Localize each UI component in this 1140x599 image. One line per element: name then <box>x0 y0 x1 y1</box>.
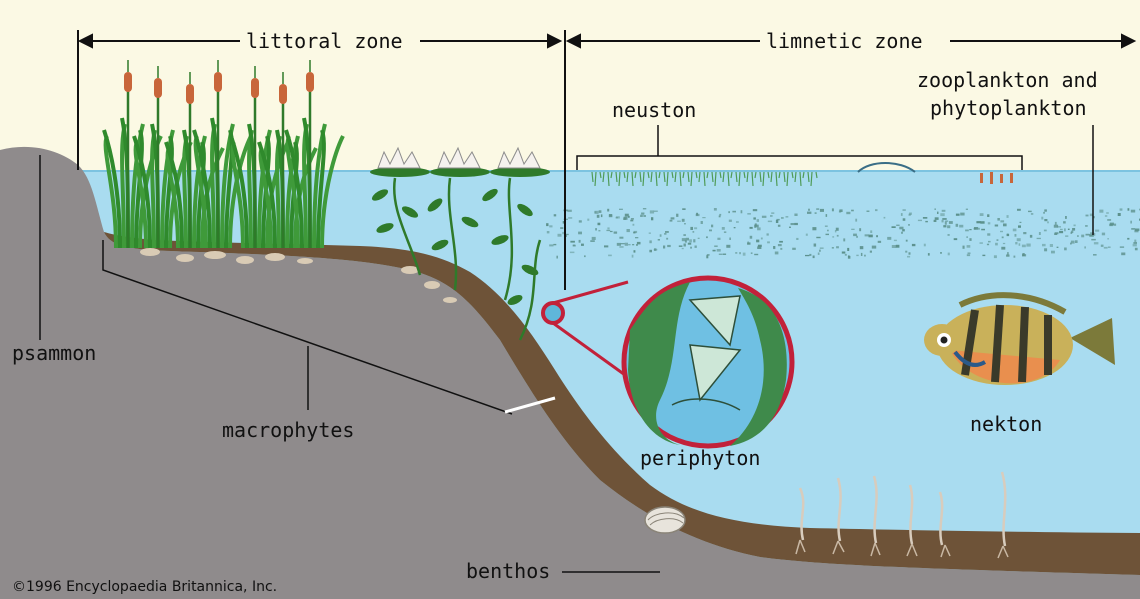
plankton-label-line2: phytoplankton <box>930 96 1087 120</box>
psammon-label: psammon <box>12 341 96 365</box>
littoral-zone-label: littoral zone <box>242 29 407 53</box>
clam-shell-icon <box>645 507 685 533</box>
nekton-label: nekton <box>970 412 1042 436</box>
limnetic-zone-label: limnetic zone <box>762 29 927 53</box>
neuston-label: neuston <box>612 98 696 122</box>
macrophytes-label: macrophytes <box>222 418 354 442</box>
benthos-label: benthos <box>466 559 550 583</box>
copyright-notice: ©1996 Encyclopaedia Britannica, Inc. <box>12 578 277 596</box>
plankton-label-line1: zooplankton and <box>917 68 1098 92</box>
periphyton-label: periphyton <box>640 446 760 470</box>
